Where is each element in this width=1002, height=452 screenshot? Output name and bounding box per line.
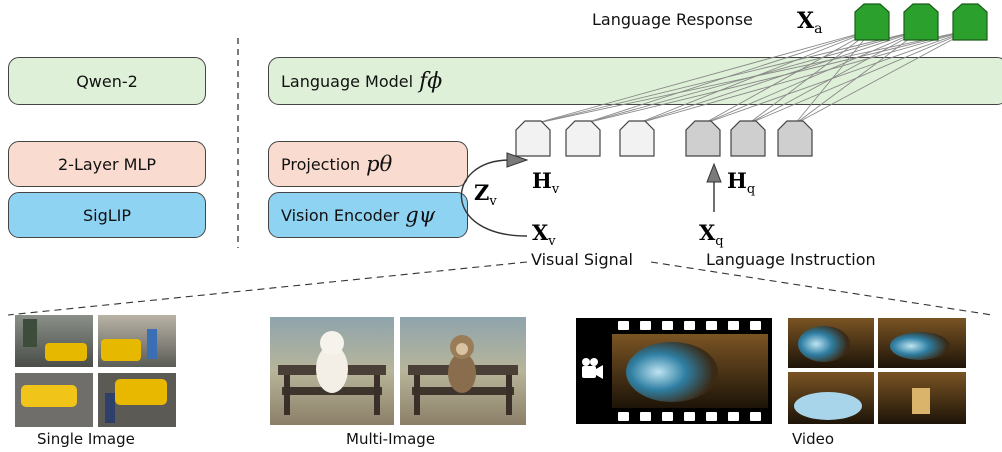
video-camera-icon <box>582 358 603 379</box>
video-caption: Video <box>792 430 835 448</box>
video-thumbnail <box>576 318 966 424</box>
attention-lines <box>532 29 971 125</box>
response-token-1 <box>854 3 890 41</box>
single-image-thumbnail <box>15 315 176 427</box>
mlp-box: 2-Layer MLP <box>8 141 206 187</box>
hq-symbol: Hq <box>727 168 755 197</box>
instruction-token-3 <box>777 120 813 157</box>
language-response-label: Language Response <box>592 10 753 29</box>
projection-label: Projection <box>281 154 361 174</box>
visual-tokens <box>515 120 655 157</box>
xa-symbol: Xa <box>797 8 822 37</box>
xv-symbol: Xv <box>532 220 556 249</box>
language-model-label: Language Model <box>281 71 414 91</box>
visual-token-1 <box>515 120 551 157</box>
fan-line-right <box>650 261 993 316</box>
multi-image-thumbnail <box>270 317 526 425</box>
language-model-box: Language Model fϕ <box>268 57 1002 105</box>
response-token-2 <box>903 3 939 41</box>
single-image-caption: Single Image <box>37 430 135 448</box>
zv-curve-arrow <box>460 159 528 237</box>
qwen2-label: Qwen-2 <box>76 71 138 91</box>
instruction-token-2 <box>730 120 766 157</box>
hq-arrow-head <box>706 162 722 183</box>
multi-image-caption: Multi-Image <box>346 430 436 448</box>
visual-token-2 <box>565 120 601 157</box>
zv-arrow-head <box>506 152 529 168</box>
response-token-3 <box>952 3 988 41</box>
hv-symbol: Hv <box>532 168 560 197</box>
fan-line-left <box>7 261 528 316</box>
vision-encoder-label: Vision Encoder <box>281 205 400 225</box>
vision-encoder-symbol: gψ <box>405 203 436 227</box>
siglip-label: SigLIP <box>82 205 132 225</box>
language-instruction-label: Language Instruction <box>706 250 876 269</box>
xq-symbol: Xq <box>699 220 724 249</box>
response-tokens <box>854 3 988 41</box>
instruction-token-1 <box>685 120 721 157</box>
zv-symbol: Zv <box>474 180 497 209</box>
siglip-box: SigLIP <box>8 192 206 238</box>
instruction-tokens <box>685 120 813 157</box>
visual-signal-label: Visual Signal <box>531 250 633 269</box>
qwen2-box: Qwen-2 <box>8 57 206 105</box>
language-model-symbol: fϕ <box>419 68 443 94</box>
projection-symbol: pθ <box>366 152 393 176</box>
projection-box: Projection pθ <box>268 141 468 187</box>
mlp-label: 2-Layer MLP <box>57 154 156 174</box>
visual-token-3 <box>619 120 655 157</box>
